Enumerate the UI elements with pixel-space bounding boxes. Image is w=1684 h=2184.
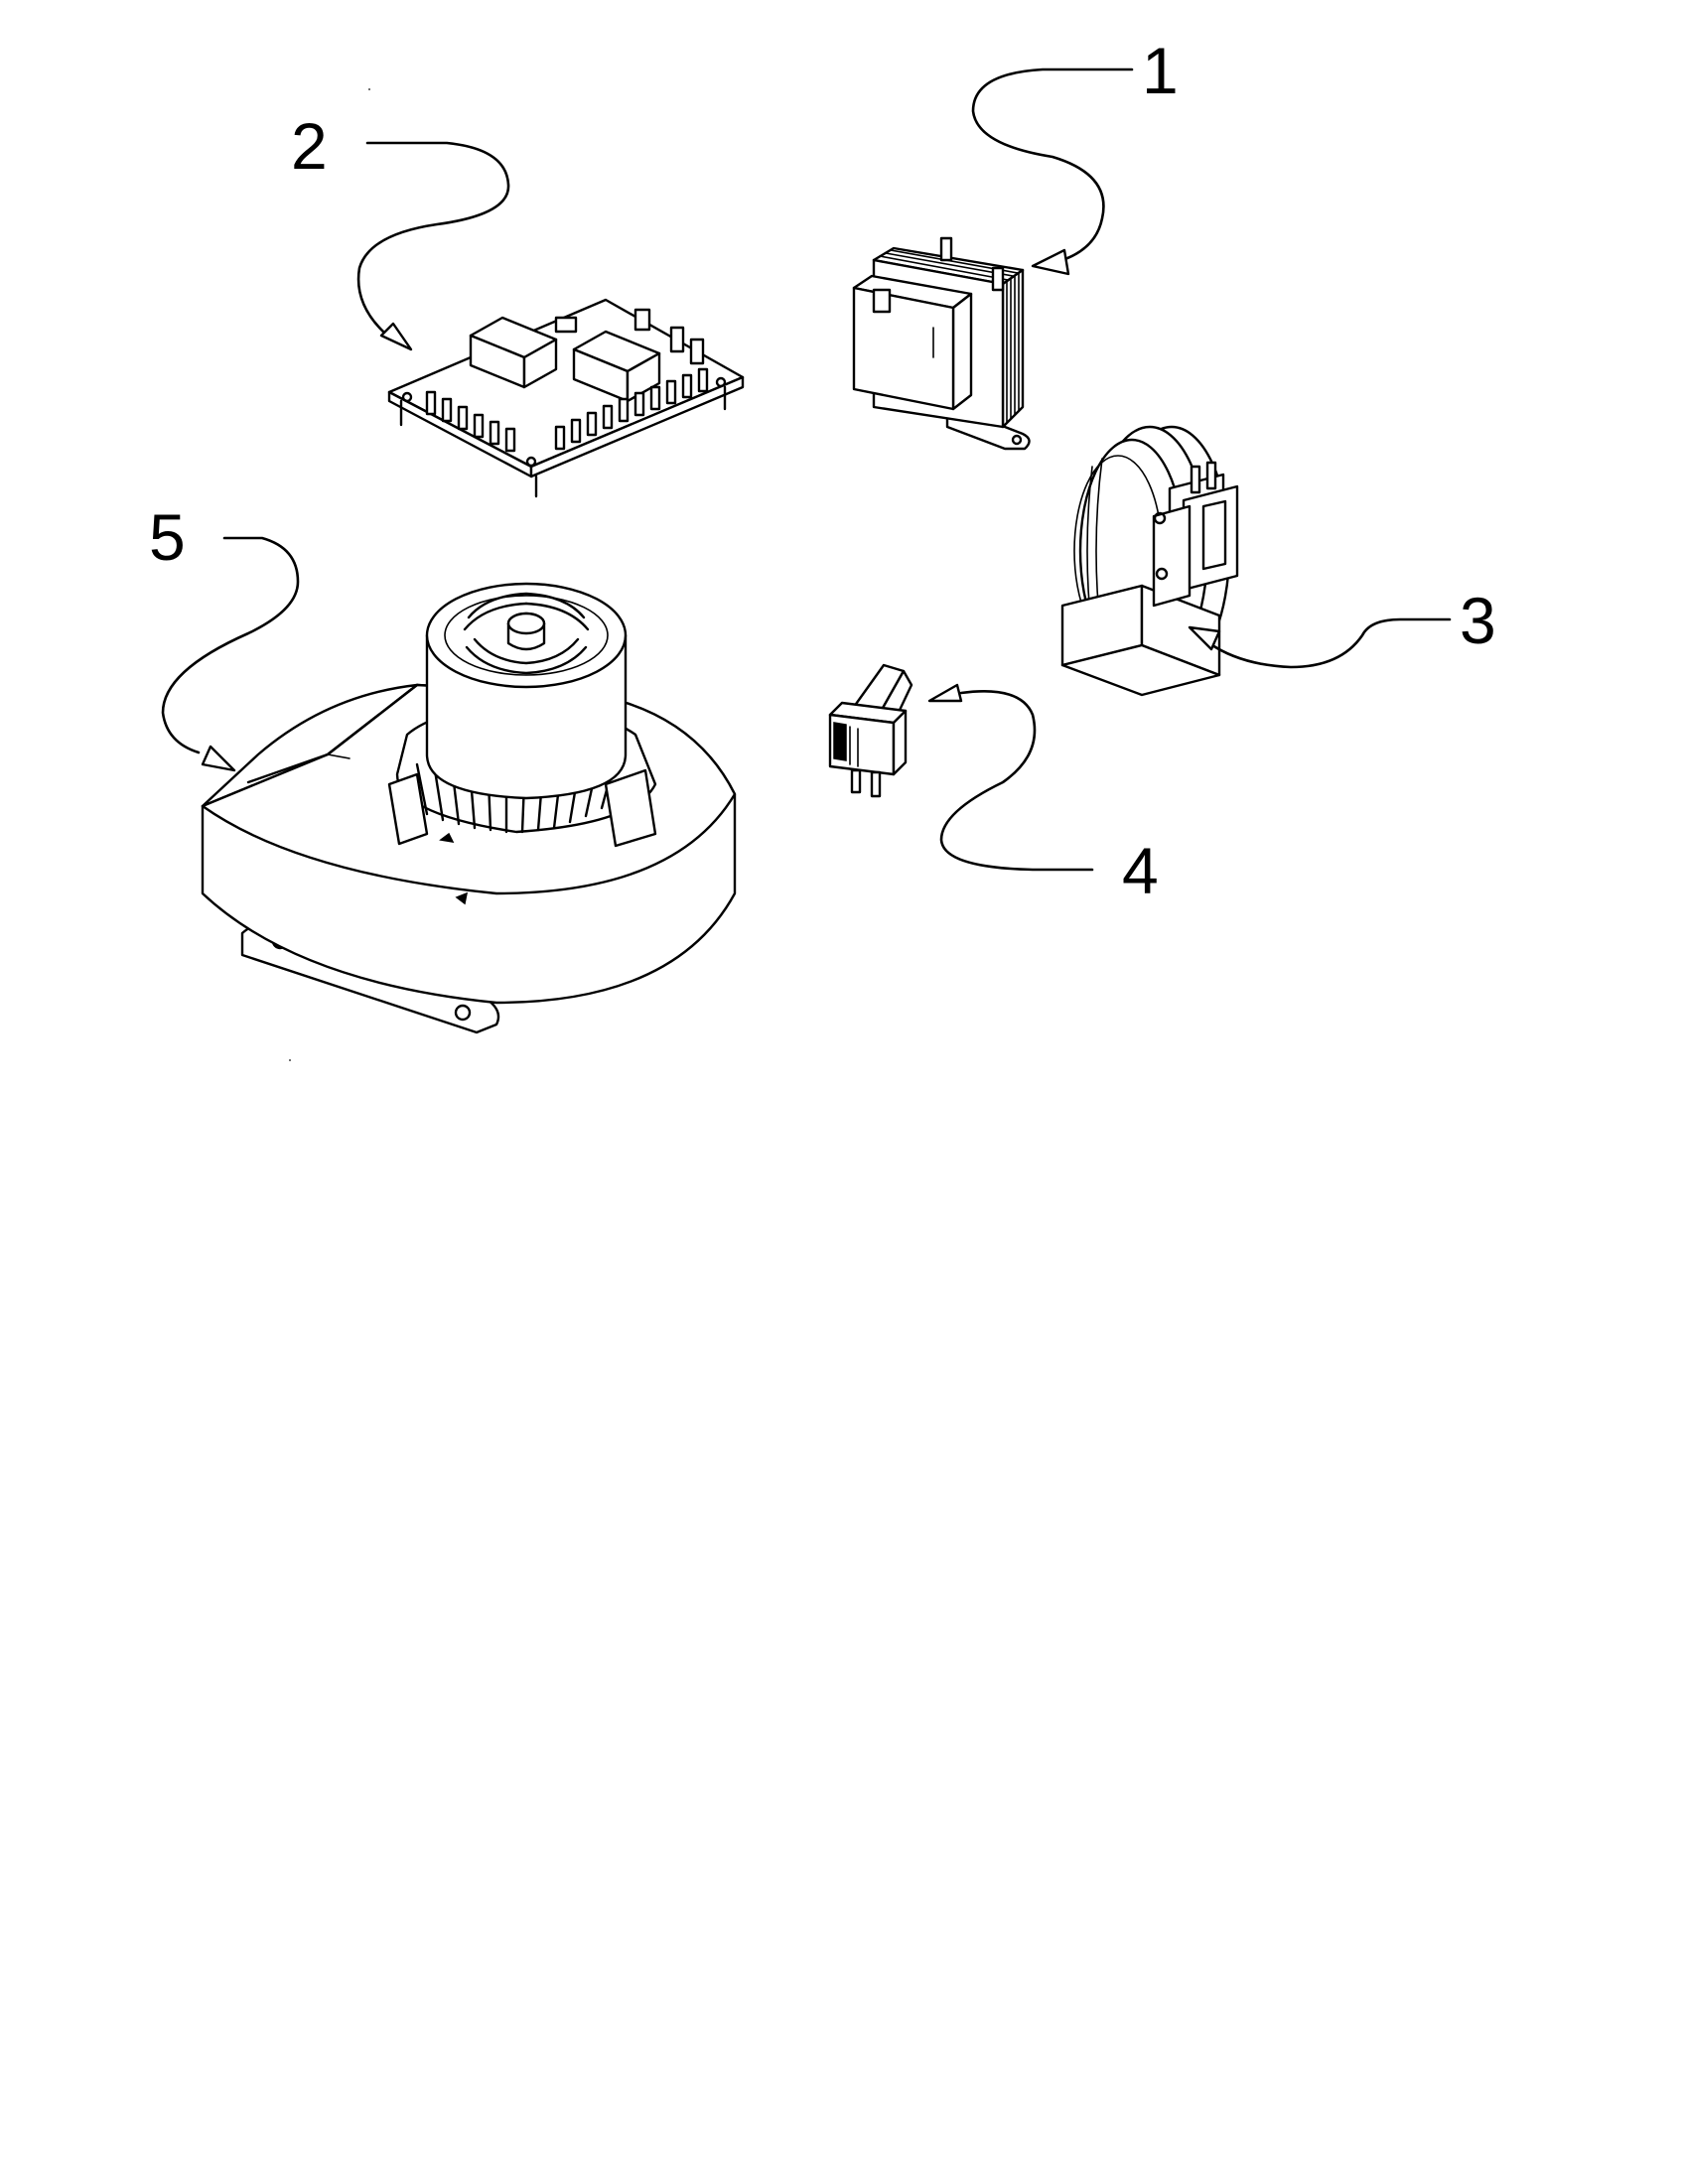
scan-speck bbox=[289, 1059, 291, 1061]
pressure-switch-icon bbox=[1060, 425, 1239, 697]
callout-number-2: 2 bbox=[291, 109, 328, 183]
inducer-blower-icon bbox=[201, 582, 737, 1034]
control-board-icon bbox=[387, 298, 745, 498]
scan-speck bbox=[368, 88, 370, 90]
rocker-switch-icon bbox=[828, 663, 913, 798]
callout-1: 1 bbox=[971, 34, 1179, 276]
callout-4: 4 bbox=[927, 683, 1159, 907]
callout-number-3: 3 bbox=[1460, 584, 1496, 657]
callout-number-1: 1 bbox=[1142, 34, 1179, 107]
callout-number-4: 4 bbox=[1122, 834, 1159, 907]
callout-3: 3 bbox=[1188, 584, 1496, 669]
callout-5: 5 bbox=[149, 500, 300, 772]
callout-2: 2 bbox=[291, 109, 510, 351]
transformer-icon bbox=[852, 236, 1031, 451]
callout-number-5: 5 bbox=[149, 500, 186, 574]
